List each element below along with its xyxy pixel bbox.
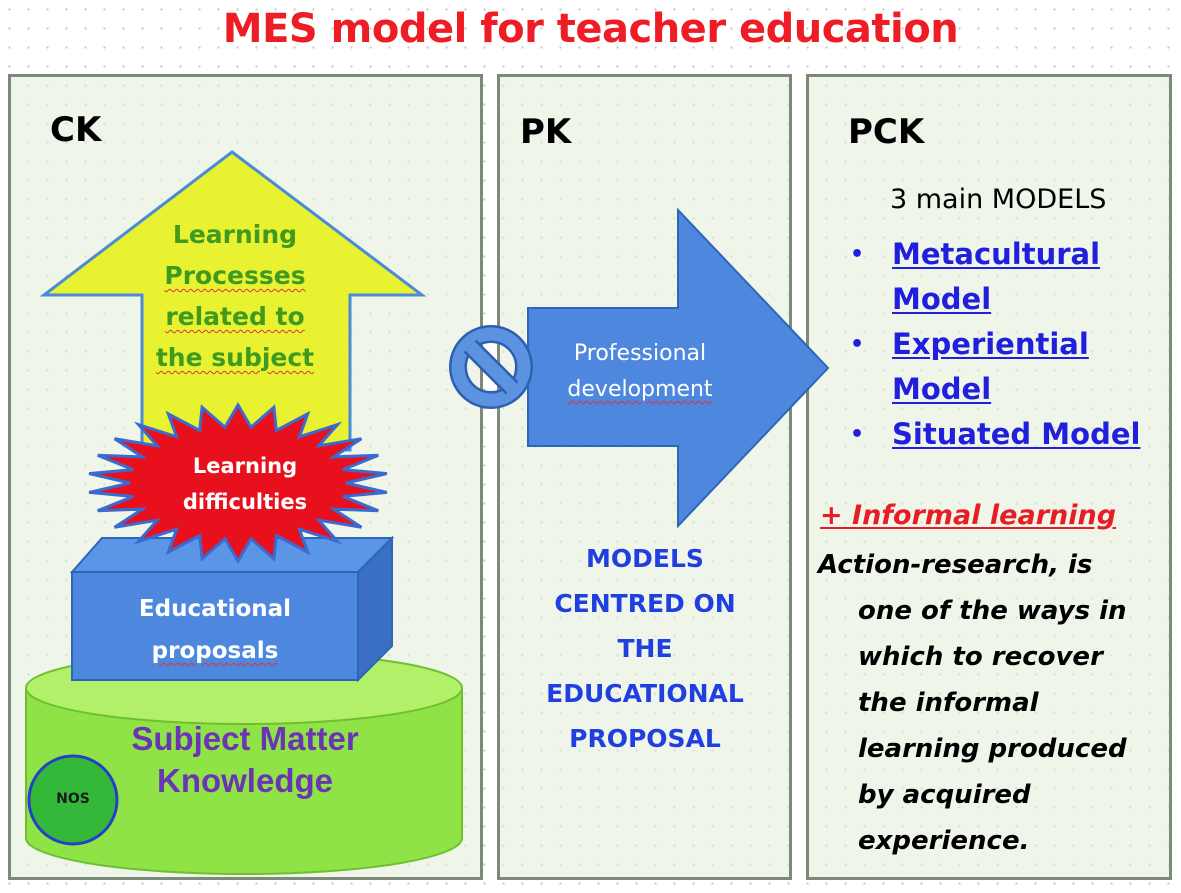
educational-proposals-text: Educational proposals (138, 596, 292, 664)
pck-heading: PCK (848, 112, 925, 152)
action-research-text: Action-research, is one of the ways in w… (818, 550, 1127, 856)
subject-matter-text: Subject Matter Knowledge (131, 720, 359, 799)
nos-label: NOS (56, 791, 90, 807)
educational-proposals-box (69, 535, 395, 683)
learning-processes-text: Learning Processes related to the subjec… (155, 220, 315, 372)
bullet-icon: • (850, 332, 865, 357)
nos-circle (27, 754, 119, 846)
professional-development-text: Professional development (567, 341, 713, 402)
bullet-icon: • (850, 242, 865, 267)
panel-pk (497, 74, 792, 880)
list-item: •Experiential Model (846, 322, 1146, 412)
informal-learning-label: + Informal learning (820, 500, 1117, 531)
pk-heading: PK (520, 112, 572, 152)
prohibition-icon (449, 325, 533, 409)
learning-difficulties-text: Learning difficulties (182, 454, 308, 514)
ck-heading: CK (50, 110, 102, 150)
list-item: •Metacultural Model (846, 232, 1146, 322)
professional-development-arrow (527, 207, 830, 529)
pck-intro: 3 main MODELS (890, 184, 1107, 215)
learning-difficulties-burst (88, 402, 388, 564)
models-centred-text: MODELS CENTRED ON THE EDUCATIONAL PROPOS… (546, 544, 744, 753)
list-item: •Situated Model (846, 412, 1146, 457)
panel-pck (806, 74, 1172, 880)
page-title: MES model for teacher education (222, 6, 959, 52)
pck-models-list: •Metacultural Model •Experiential Model … (846, 232, 1146, 457)
bullet-icon: • (850, 422, 865, 447)
